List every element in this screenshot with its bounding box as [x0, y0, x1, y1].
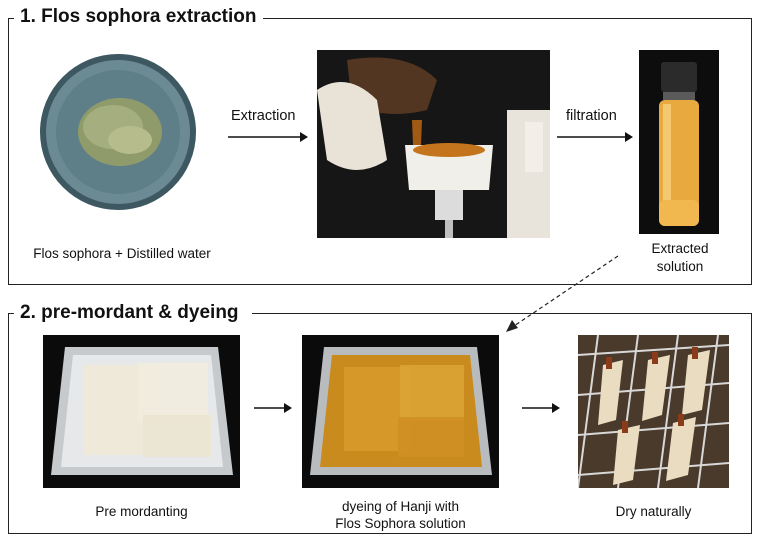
section-1-title: 1. Flos sophora extraction [14, 6, 263, 28]
dyeing-label-line1: dyeing of Hanji with [341, 499, 460, 514]
dyeing-tray-photo [302, 335, 499, 488]
extraction-photo [317, 50, 550, 238]
section-2-frame-notch [8, 313, 18, 314]
extracted-label-line2: solution [656, 259, 704, 274]
section-1-frame-notch [8, 18, 18, 19]
pre-mordanting-label: Pre mordanting [95, 504, 188, 519]
pre-mordant-tray-photo [43, 335, 240, 488]
section-2-title: 2. pre-mordant & dyeing [14, 302, 245, 324]
section-2-frame [8, 313, 752, 534]
vial-photo [639, 50, 719, 234]
ingredients-label: Flos sophora + Distilled water [33, 246, 211, 261]
extracted-label-line1: Extracted [651, 241, 709, 256]
filtration-arrow-label: filtration [566, 108, 617, 124]
extraction-arrow-label: Extraction [231, 108, 296, 124]
dyeing-label-line2: Flos Sophora solution [335, 516, 466, 531]
dry-naturally-label: Dry naturally [615, 504, 692, 519]
extraction-arrow [228, 132, 308, 142]
petri-dish-photo [38, 52, 198, 212]
section-1-frame-top [252, 18, 751, 19]
section-1-frame [8, 18, 752, 285]
dyeing-to-dry-arrow [522, 403, 560, 413]
drying-rack-photo [578, 335, 729, 488]
filtration-arrow [557, 132, 633, 142]
section-2-frame-top [252, 313, 751, 314]
dashed-connector-arrow [506, 255, 619, 332]
pre-mordant-to-dyeing-arrow [254, 403, 292, 413]
